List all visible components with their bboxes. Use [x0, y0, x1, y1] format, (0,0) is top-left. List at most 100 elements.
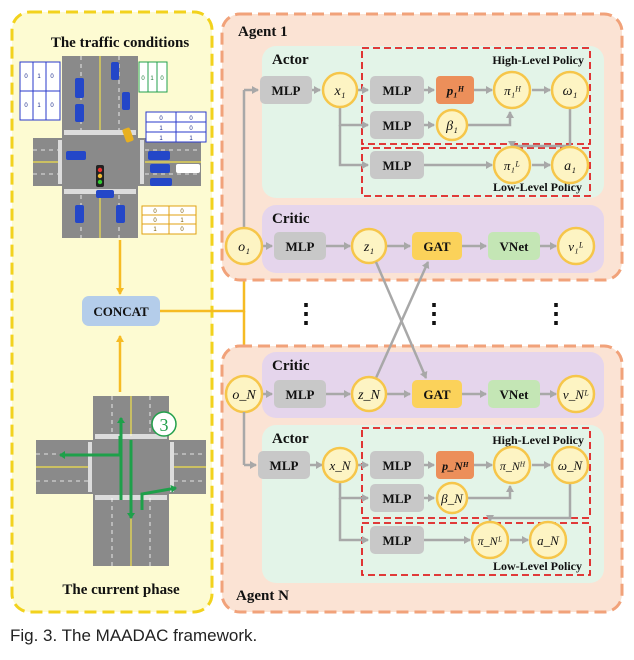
svg-text:0: 0 [153, 209, 157, 215]
agentN-a-label: a_N [537, 533, 560, 548]
agentN-actor-arrows [242, 412, 572, 544]
agentN-o-label: o_N [232, 388, 256, 403]
agentN-omega-node [550, 445, 590, 485]
agent1-title: Agent 1 [238, 24, 288, 40]
agent1-x-label: x₁ [333, 84, 345, 99]
agentN-actor-mlp-beta [370, 484, 424, 512]
svg-text:0: 0 [160, 76, 164, 82]
svg-text:1: 1 [153, 227, 157, 233]
ellipsis-middle: ⋮ [421, 299, 447, 328]
agent1-x-node [321, 71, 359, 109]
svg-text:1: 1 [180, 218, 184, 224]
agent1-actor-mlp-beta-label: MLP [383, 118, 412, 133]
svg-text:1: 1 [159, 136, 163, 142]
svg-text:1: 1 [189, 136, 193, 142]
agent1-gat-label: GAT [423, 239, 451, 254]
figure-caption: Fig. 3. The MAADAC framework. [10, 626, 258, 645]
agentN-z-node [350, 375, 388, 413]
agent1-omega-node [550, 70, 590, 110]
cross-agent-arrows [374, 261, 430, 379]
agent1-high-level-policy-label: High-Level Policy [492, 53, 584, 67]
agent1-pi-low-label: π₁ᴸ [504, 158, 520, 173]
agentN-critic-mlp-label: MLP [286, 387, 315, 402]
agentN-actor-nodes: MLP x_N MLP p_Nᴴ π_Nᴴ ω_N MLP β_N MLP π_… [258, 445, 590, 560]
agentN-pi-high-label: π_Nᴴ [500, 459, 526, 473]
phase-intersection [36, 396, 206, 566]
agent1-v-label: v₁ᴸ [568, 239, 583, 254]
agent1-a-node [550, 145, 590, 185]
agent1-gat [412, 232, 462, 260]
agentN-actor-mlp-high [370, 451, 424, 479]
agentN-gat-label: GAT [423, 387, 451, 402]
traffic-intersection [33, 56, 201, 238]
agent1-beta-label: β₁ [445, 119, 458, 134]
agentN-pi-low-label: π_Nᴸ [478, 534, 503, 548]
agent1-o-label: o₁ [238, 240, 250, 255]
current-phase-title: The current phase [62, 582, 180, 598]
svg-text:1: 1 [37, 74, 41, 80]
agent1-actor-mlp-input [260, 76, 312, 104]
agentN-actor-mlp-input [258, 451, 310, 479]
svg-text:0: 0 [50, 74, 54, 80]
agent1-actor-mlp-input-label: MLP [272, 83, 301, 98]
agent1-vnet-label: VNet [500, 239, 530, 254]
agentN-critic-label: Critic [272, 358, 310, 374]
agentN-beta-label: β_N [440, 491, 464, 506]
agent1-actor-label: Actor [272, 52, 309, 68]
agentN-pi-low-node [470, 520, 510, 560]
agent1-pi-low-node [492, 145, 532, 185]
agentN-pi-high-node [492, 445, 532, 485]
agentN-actor-mlp-low [370, 526, 424, 554]
agent1-high-level-policy-box [361, 47, 591, 145]
agent1-actor-mlp-low [370, 151, 424, 179]
svg-text:0: 0 [141, 76, 145, 82]
agentN-x-node [321, 446, 359, 484]
agent1-v-node [556, 226, 596, 266]
svg-text:1: 1 [37, 103, 41, 109]
agentN-low-level-policy-box [361, 522, 591, 576]
svg-text:0: 0 [159, 116, 163, 122]
ellipsis-right: ⋮ [543, 299, 569, 328]
agent1-actor-arrows [242, 86, 572, 228]
svg-text:1: 1 [150, 76, 154, 82]
agent1-vnet [488, 232, 540, 260]
agentN-p-node [436, 451, 474, 479]
phase-number-badge: 3 [151, 411, 177, 437]
agentN-v-label: v_Nᴸ [563, 387, 589, 402]
svg-text:0: 0 [153, 218, 157, 224]
svg-text:0: 0 [24, 103, 28, 109]
agentN-vnet [488, 380, 540, 408]
concat-label: CONCAT [93, 304, 149, 319]
agent1-pi-high-label: π₁ᴴ [504, 83, 521, 98]
concat-block: CONCAT [82, 296, 160, 326]
agent1-p-node [436, 76, 474, 104]
agentN-beta-node [435, 481, 469, 515]
agentN-critic-mlp [274, 380, 326, 408]
agentN-gat [412, 380, 462, 408]
svg-text:1: 1 [159, 126, 163, 132]
svg-text:0: 0 [50, 103, 54, 109]
agent1-actor-panel [262, 46, 604, 198]
agent1-actor-mlp-low-label: MLP [383, 158, 412, 173]
agent1-critic-mlp [274, 232, 326, 260]
agent1-beta-node [435, 108, 469, 142]
agentN-v-node [556, 374, 596, 414]
agent1-omega-label: ω₁ [563, 84, 578, 99]
agentN-p-label: p_Nᴴ [441, 459, 469, 473]
agent1-o-node [224, 226, 264, 266]
agentN-a-node [528, 520, 568, 560]
agent1-critic-label: Critic [272, 211, 310, 227]
agent1-z-node [350, 227, 388, 265]
agent1-actor-mlp-high-label: MLP [383, 83, 412, 98]
ellipsis-left: ⋮ [293, 299, 319, 328]
agent1-pi-high-node [492, 70, 532, 110]
svg-text:0: 0 [189, 126, 193, 132]
agent1-p-label: p₁ᴴ [446, 83, 465, 98]
agent1-a-label: a₁ [564, 159, 576, 174]
agentN-actor-mlp-input-label: MLP [270, 458, 299, 473]
